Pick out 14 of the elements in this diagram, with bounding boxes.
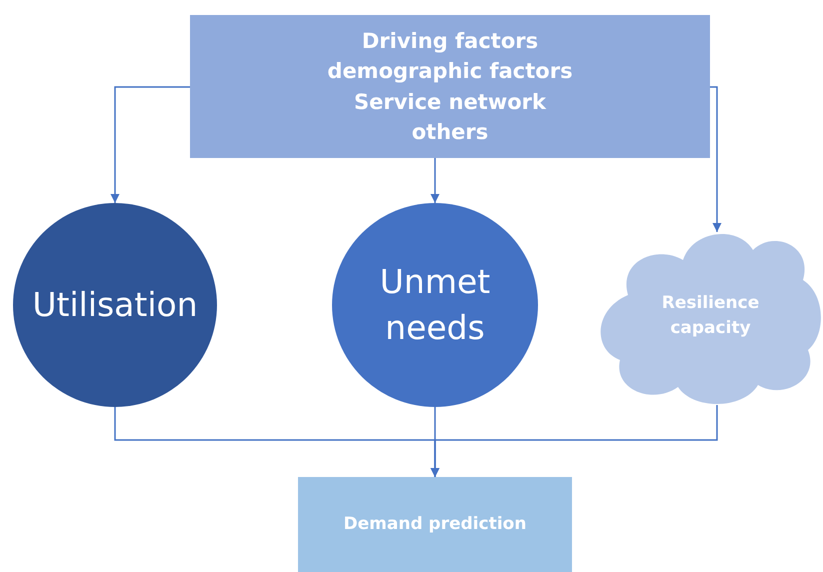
node-label: Service network: [354, 88, 546, 116]
node-label: Unmet needs: [378, 260, 492, 349]
node-label: Driving factors: [362, 28, 538, 55]
output-box: [298, 477, 572, 572]
arrow: [430, 158, 440, 203]
arrow: [430, 405, 718, 477]
node-label: Utilisation: [32, 284, 198, 326]
node-label: Resilience capacity: [660, 292, 760, 340]
arrow: [710, 86, 722, 232]
node-label: others: [412, 118, 488, 146]
node-label: Demand prediction: [344, 513, 526, 536]
node-label: demographic factors: [327, 58, 573, 86]
factors-box: [190, 15, 710, 158]
arrow: [110, 86, 190, 203]
